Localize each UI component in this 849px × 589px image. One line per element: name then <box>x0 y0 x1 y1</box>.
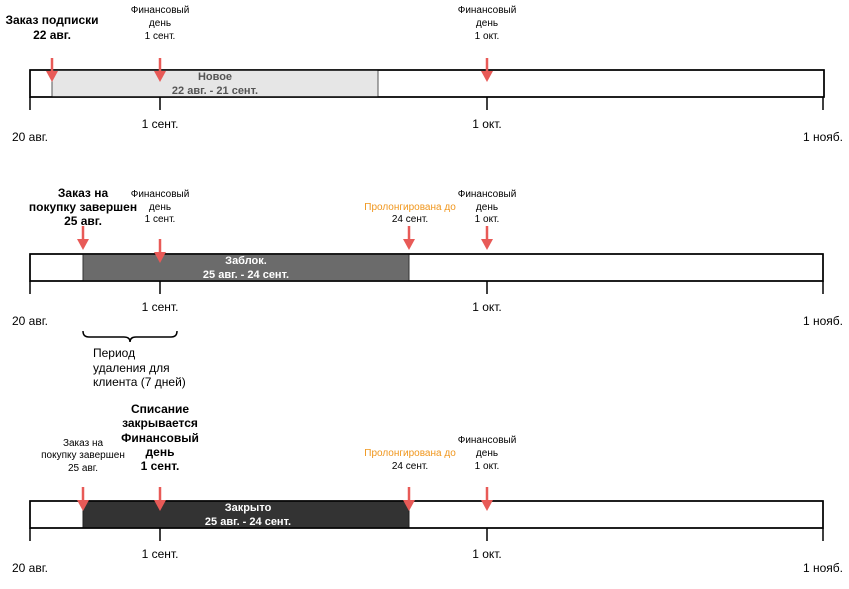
axis-tick-oct: 1 окт. <box>472 117 502 131</box>
period-bar-title: Новое <box>198 71 232 83</box>
timeline-2: Заблок. 25 авг. - 24 сент. 20 авг. 1 сен… <box>12 186 843 389</box>
axis-start-label: 20 авг. <box>12 130 48 144</box>
timeline-1: Новое 22 авг. - 21 сент. 20 авг. 1 сент.… <box>5 5 843 144</box>
deletion-period-brace <box>82 330 178 343</box>
axis-tick-oct: 1 окт. <box>472 300 502 314</box>
period-bar-title: Заблок. <box>225 255 267 267</box>
renewed-label-line2: 24 сент. <box>392 461 428 472</box>
fin-day-2-line2: день <box>476 448 498 459</box>
fin-day-1-line1: Финансовый <box>131 5 190 16</box>
axis-start-label: 20 авг. <box>12 561 48 575</box>
fin-day-1-line1: Финансовый <box>131 189 190 200</box>
period-bar-range: 25 авг. - 24 сент. <box>203 269 289 281</box>
writeoff-label-line4: день <box>146 445 175 459</box>
marker-renewed-arrow <box>401 224 417 252</box>
axis-end-label: 1 нояб. <box>803 561 843 575</box>
renewed-label-line1: Пролонгирована до <box>364 202 456 213</box>
deletion-period-line3: клиента (7 дней) <box>93 375 186 389</box>
fin-day-1-line2: день <box>149 18 171 29</box>
order-label-line1: Заказ на <box>58 186 109 200</box>
writeoff-label-line3: Финансовый <box>121 431 199 445</box>
period-bar-range: 25 авг. - 24 сент. <box>205 516 291 528</box>
fin-day-2-line3: 1 окт. <box>475 31 500 42</box>
fin-day-2-line3: 1 окт. <box>475 214 500 225</box>
fin-day-1-line3: 1 сент. <box>145 31 176 42</box>
writeoff-label-line5: 1 сент. <box>141 459 180 473</box>
renewed-label-line1: Пролонгирована до <box>364 448 456 459</box>
fin-day-2-line1: Финансовый <box>458 189 517 200</box>
fin-day-2-line2: день <box>476 18 498 29</box>
period-bar-new <box>51 69 379 98</box>
order-label-line3: 25 авг. <box>64 214 102 228</box>
marker-order-arrow <box>75 224 91 252</box>
axis-end-label: 1 нояб. <box>803 130 843 144</box>
order-label-line1: Заказ на <box>63 438 104 449</box>
axis-tick-sep: 1 сент. <box>142 117 179 131</box>
fin-day-2-line2: день <box>476 202 498 213</box>
order-label-line1: Заказ подписки <box>5 13 98 27</box>
period-bar-range: 22 авг. - 21 сент. <box>172 85 258 97</box>
fin-day-2-line1: Финансовый <box>458 5 517 16</box>
axis-tick-oct: 1 окт. <box>472 547 502 561</box>
writeoff-label-line1: Списание <box>131 402 189 416</box>
marker-fin-day-2-arrow <box>479 224 495 252</box>
writeoff-label-line2: закрывается <box>122 416 198 430</box>
order-label-line2: 22 авг. <box>33 28 71 42</box>
period-bar-locked <box>82 253 410 282</box>
deletion-period-line2: удаления для <box>93 361 170 375</box>
fin-day-1-line3: 1 сент. <box>145 214 176 225</box>
period-bar-title: Закрыто <box>225 502 272 514</box>
order-label-line2: покупку завершен <box>29 200 137 214</box>
axis-end-label: 1 нояб. <box>803 314 843 328</box>
fin-day-2-line1: Финансовый <box>458 435 517 446</box>
deletion-period-line1: Период <box>93 346 135 360</box>
fin-day-2-line3: 1 окт. <box>475 461 500 472</box>
axis-tick-sep: 1 сент. <box>142 547 179 561</box>
renewed-label-line2: 24 сент. <box>392 214 428 225</box>
order-label-line3: 25 авг. <box>68 463 98 474</box>
timeline-3: Закрыто 25 авг. - 24 сент. 20 авг. 1 сен… <box>12 402 843 575</box>
fin-day-1-line2: день <box>149 202 171 213</box>
axis-tick-sep: 1 сент. <box>142 300 179 314</box>
axis-start-label: 20 авг. <box>12 314 48 328</box>
order-label-line2: покупку завершен <box>41 450 125 461</box>
